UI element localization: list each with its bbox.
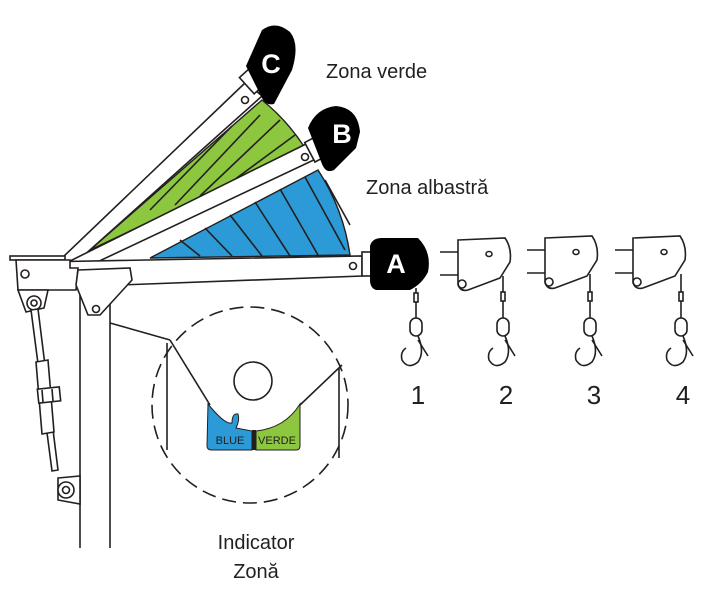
gas-strut bbox=[16, 289, 81, 505]
crane-mast bbox=[9, 255, 171, 548]
badge-c-letter: C bbox=[261, 49, 281, 79]
green-zone-hatching bbox=[149, 114, 296, 211]
indicator-blue-segment bbox=[206, 402, 253, 451]
hoist-head-4 bbox=[615, 235, 694, 367]
indicator-blue-label: BLUE bbox=[216, 435, 245, 447]
indicator-green-label: VERDE bbox=[258, 435, 296, 447]
blue-zone-sector bbox=[149, 169, 351, 259]
badge-b bbox=[308, 106, 360, 172]
badge-a bbox=[370, 238, 429, 290]
indicator-title-line1: Indicator bbox=[218, 532, 295, 554]
blue-zone-hatching bbox=[179, 176, 351, 257]
zone-green-label: Zona verde bbox=[326, 61, 427, 83]
zone-blue-label: Zona albastră bbox=[366, 177, 489, 199]
badge-b-letter: B bbox=[332, 119, 352, 149]
boom-b bbox=[66, 106, 360, 273]
indicator-title-line2: Zonă bbox=[233, 561, 279, 583]
badge-c bbox=[246, 25, 296, 105]
hook-position-4: 4 bbox=[676, 380, 690, 410]
zone-indicator-detail: BLUE VERDE bbox=[151, 306, 349, 504]
hoist-head-2 bbox=[440, 237, 516, 367]
badge-a-letter: A bbox=[386, 249, 406, 279]
hook-position-2: 2 bbox=[499, 380, 513, 410]
hoist-head-3 bbox=[527, 235, 603, 367]
indicator-green-segment bbox=[255, 402, 301, 451]
hook-1 bbox=[400, 288, 429, 367]
hook-position-1: 1 bbox=[411, 380, 425, 410]
hook-position-3: 3 bbox=[587, 380, 601, 410]
